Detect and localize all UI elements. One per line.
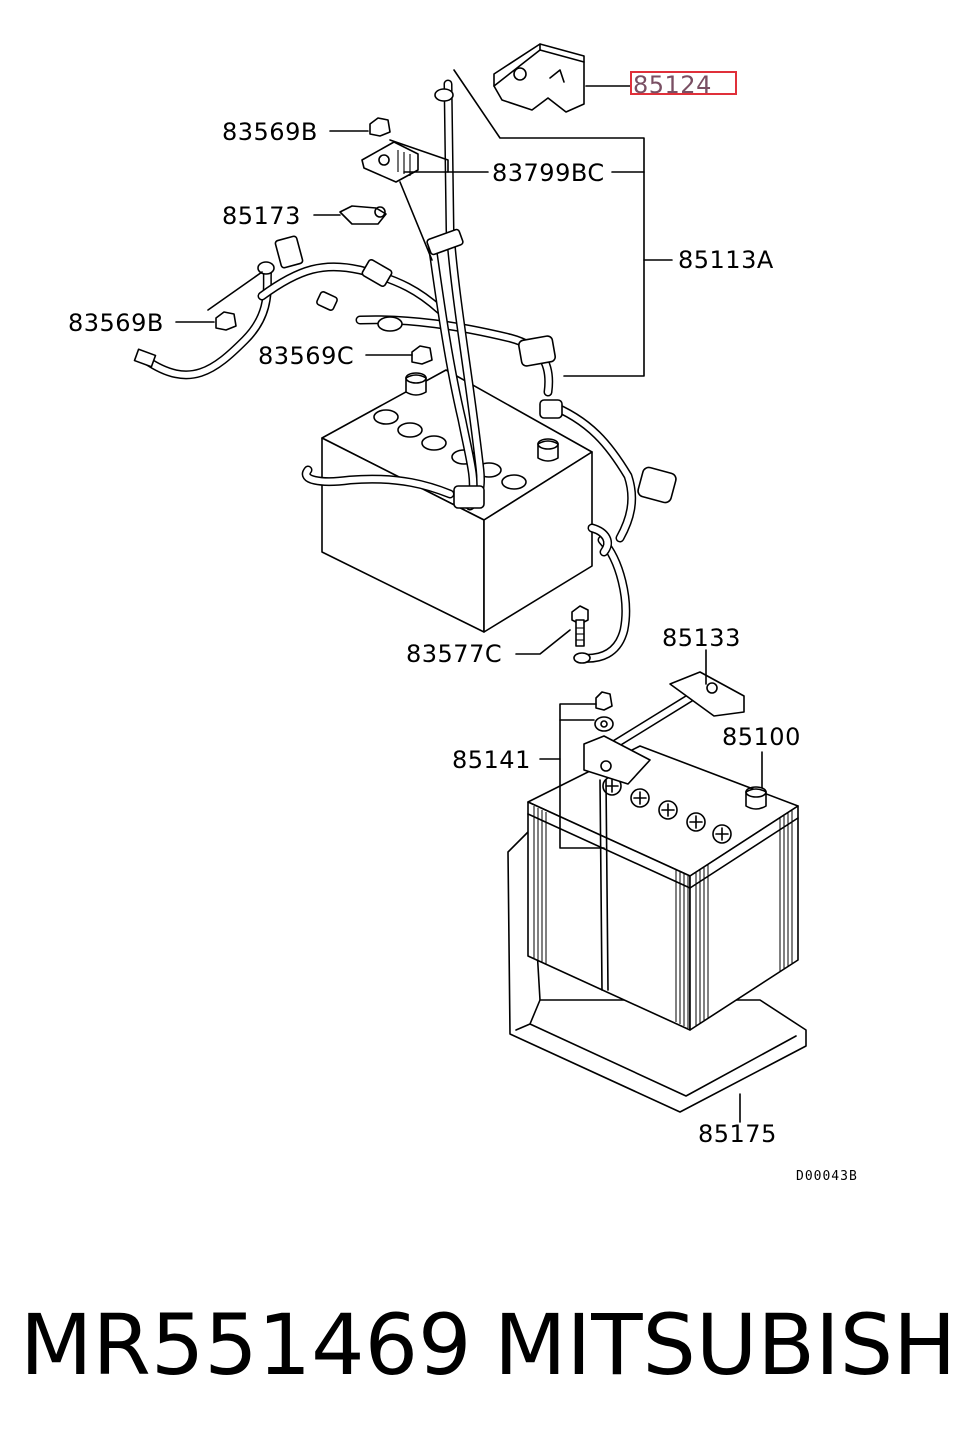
highlight-box — [630, 71, 737, 95]
callout-85100: 85100 — [722, 723, 801, 751]
parts-diagram: 85124 83569B 83799BC 85173 85113A 83569B… — [68, 43, 858, 1184]
callout-83577c: 83577C — [406, 640, 502, 668]
upper-cable-harness — [133, 79, 677, 664]
part-number: MR551469 — [20, 1296, 472, 1394]
callout-83799bc: 83799BC — [492, 159, 605, 187]
callout-83569b-left: 83569B — [68, 309, 164, 337]
callout-85133: 85133 — [662, 624, 741, 652]
upper-battery-illustration — [321, 369, 593, 633]
callout-83569b-top: 83569B — [222, 118, 318, 146]
caption: MR551469 MITSUBISHI — [0, 1290, 960, 1400]
lower-battery-illustration — [507, 671, 807, 1113]
callout-83569c: 83569C — [258, 342, 354, 370]
callout-85124: 85124 — [633, 71, 712, 99]
drawing-code: D00043B — [796, 1169, 858, 1184]
leader-lines — [175, 69, 763, 1123]
callout-85141: 85141 — [452, 746, 531, 774]
callout-85175: 85175 — [698, 1120, 777, 1148]
callout-85113a: 85113A — [678, 246, 774, 274]
callout-85173: 85173 — [222, 202, 301, 230]
brand-name: MITSUBISHI — [494, 1296, 960, 1394]
